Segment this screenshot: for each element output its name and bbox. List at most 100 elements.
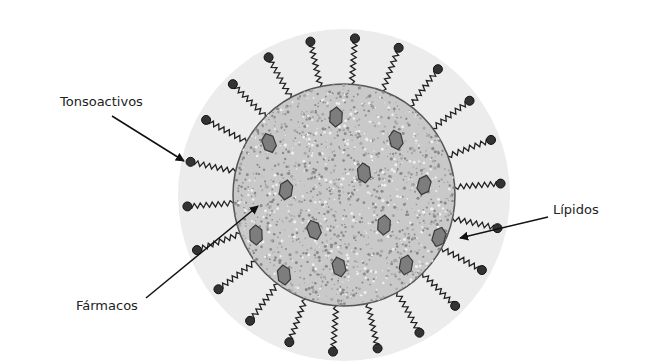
lipid-speck [400,157,403,160]
lipid-speck [337,302,339,304]
lipid-speck [312,171,314,173]
lipid-speck [271,219,273,221]
lipid-speck [374,86,376,88]
lipid-speck [358,287,361,290]
lipid-speck [395,260,397,262]
lipid-speck [387,156,388,157]
lipid-speck [365,138,368,141]
lipid-speck [320,223,322,225]
lipid-speck [415,265,417,267]
lipid-speck [328,198,330,200]
lipid-speck [272,169,273,170]
lipid-speck [275,184,278,187]
lipid-speck [370,223,371,224]
lipid-speck [275,186,276,187]
surfactant-tail [350,42,357,84]
lipid-speck [352,266,354,268]
lipid-speck [314,140,316,142]
lipid-speck [377,239,380,242]
lipid-speck [447,209,449,211]
lipid-speck [268,192,271,195]
lipid-speck [412,229,413,230]
lipid-speck [296,239,298,241]
lipid-speck [347,118,349,120]
lipid-speck [256,130,257,131]
lipid-speck [408,241,410,243]
lipid-speck [367,191,369,193]
lipid-speck [426,206,428,208]
lipid-speck [381,148,384,151]
lipid-speck [253,173,255,175]
lipid-speck [284,143,287,146]
lipid-speck [352,186,354,188]
lipid-speck [323,217,326,220]
lipid-speck [430,207,433,210]
lipid-speck [394,273,397,276]
lipid-speck [361,217,363,219]
lipid-speck [369,193,371,195]
lipid-speck [326,91,327,92]
lipid-speck [269,201,271,203]
lipid-speck [324,178,327,181]
lipid-speck [367,279,369,281]
lipid-speck [249,252,251,254]
lipid-speck [309,274,312,277]
surfactant-head [246,316,255,325]
lipid-speck [334,242,337,245]
lipid-speck [272,112,273,113]
lipid-speck [268,129,271,132]
lipid-speck [388,101,391,104]
lipid-speck [351,135,352,136]
lipid-speck [305,169,308,172]
lipid-speck [301,222,303,224]
lipid-speck [320,276,322,278]
lipid-speck [402,132,405,135]
lipid-speck [394,203,396,205]
lipid-speck [356,199,359,202]
lipid-speck [416,172,418,174]
lipid-speck [427,250,429,252]
lipid-speck [380,190,383,193]
lipid-speck [437,165,440,168]
lipid-speck [362,146,365,149]
lipid-speck [393,94,396,97]
lipid-speck [430,251,432,253]
lipid-speck [308,143,310,145]
lipid-speck [326,221,327,222]
lipid-speck [365,114,367,116]
lipid-speck [290,282,291,283]
lipid-speck [328,256,329,257]
lipid-speck [241,148,244,151]
lipid-speck [245,223,246,224]
lipid-speck [402,162,403,163]
lipid-speck [312,152,314,154]
part-label: Lípidos [553,202,599,218]
leader-arrow [146,206,258,298]
lipid-speck [310,190,312,192]
lipid-speck [318,212,320,214]
lipid-speck [402,243,404,245]
lipid-speck [301,201,303,203]
lipid-speck [376,231,379,234]
drug-particle [331,256,347,278]
lipid-speck [437,204,440,207]
lipid-speck [355,287,357,289]
lipid-speck [397,169,399,171]
lipid-speck [346,142,349,145]
lipid-speck [406,244,407,245]
lipid-speck [382,270,383,271]
lipid-speck [380,116,383,119]
lipid-speck [399,196,401,198]
lipid-speck [368,237,369,238]
lipid-speck [385,178,386,179]
lipid-speck [300,255,302,257]
lipid-speck [302,252,304,254]
lipid-speck [298,142,300,144]
lipid-speck [280,109,283,112]
lipid-speck [441,154,443,156]
lipid-speck [330,99,332,101]
lipid-speck [340,300,342,302]
lipid-speck [281,284,284,287]
lipid-speck [359,138,360,139]
lipid-speck [280,173,283,176]
